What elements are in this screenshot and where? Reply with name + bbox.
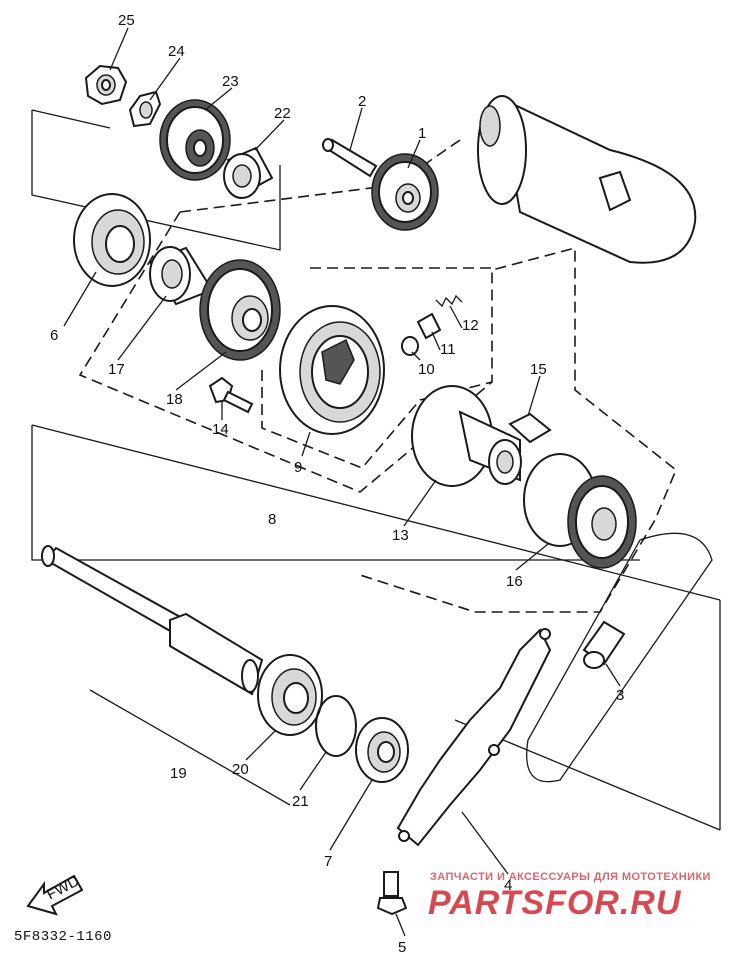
- callout-23: 23: [222, 73, 239, 90]
- callout-2: 2: [358, 93, 366, 110]
- callout-15: 15: [530, 361, 547, 378]
- callout-18: 18: [166, 391, 183, 408]
- outline-group-8-top: [179, 184, 396, 213]
- callout-12: 12: [462, 317, 479, 334]
- part-14-bolt: [208, 376, 254, 414]
- callout-24: 24: [168, 43, 185, 60]
- dash-to-starter: [394, 139, 461, 186]
- callout-25: 25: [118, 12, 135, 29]
- bracket-22-25-top: [31, 109, 111, 129]
- callout-19: 19: [170, 765, 187, 782]
- part-22-collar: [223, 146, 274, 199]
- callout-9: 9: [294, 459, 302, 476]
- callout-8: 8: [268, 511, 276, 528]
- callout-6: 6: [50, 327, 58, 344]
- watermark-brand-logo: PARTSFOR.RU: [428, 884, 682, 922]
- callout-20: 20: [232, 761, 249, 778]
- part-9-starter-clutch: [279, 305, 385, 435]
- part-24-lock-washer: [128, 90, 162, 128]
- part-cover-outline: [526, 532, 713, 783]
- part-starter-motor: [477, 95, 697, 264]
- part-6-bearing: [73, 193, 151, 287]
- callout-3: 3: [616, 687, 624, 704]
- part-13-clutch-housing: [411, 385, 522, 487]
- callout-4: 4: [504, 877, 512, 894]
- part-18-gear: [199, 259, 281, 361]
- callout-16: 16: [506, 573, 523, 590]
- callout-1: 1: [418, 125, 426, 142]
- callout-5: 5: [398, 939, 406, 956]
- watermark-tagline: ЗАПЧАСТИ И АКСЕССУАРЫ ДЛЯ МОТОТЕХНИКИ: [430, 871, 711, 883]
- part-21-o-ring: [315, 695, 357, 757]
- callout-13: 13: [392, 527, 409, 544]
- part-4-plate: [396, 628, 552, 847]
- part-3-plug: [582, 620, 626, 669]
- outline-group-8: [78, 211, 677, 613]
- part-19-shaft: [41, 545, 264, 696]
- part-15-key: [508, 412, 552, 444]
- callout-14: 14: [212, 421, 229, 438]
- part-1-gear: [371, 153, 439, 231]
- part-5-bolt: [376, 871, 408, 916]
- bracket-shaft: [31, 425, 640, 561]
- callout-17: 17: [108, 361, 125, 378]
- callout-11: 11: [440, 341, 456, 358]
- fwd-arrow-icon: FWD: [26, 872, 84, 916]
- part-16-gear: [523, 453, 637, 569]
- part-20-bearing: [257, 654, 323, 736]
- bracket-22-25: [31, 110, 281, 251]
- bracket-shaft-top: [31, 424, 721, 601]
- callout-labels: 25 24 23 22 2 1 6 17 18 14 12 11 10 9 8 …: [50, 12, 624, 956]
- callout-21: 21: [292, 793, 309, 810]
- callout-10: 10: [418, 361, 435, 378]
- part-7-oil-seal: [355, 717, 409, 783]
- bracket-19: [89, 689, 291, 806]
- part-10-12-roller-set: [401, 294, 463, 356]
- part-25-nut: [84, 64, 128, 106]
- part-2-pin: [322, 138, 378, 178]
- callout-22: 22: [274, 105, 291, 122]
- part-23-gear: [159, 99, 231, 181]
- leader-lines: [63, 27, 621, 937]
- callout-7: 7: [324, 853, 332, 870]
- diagram-code: 5F8332-1160: [14, 929, 112, 945]
